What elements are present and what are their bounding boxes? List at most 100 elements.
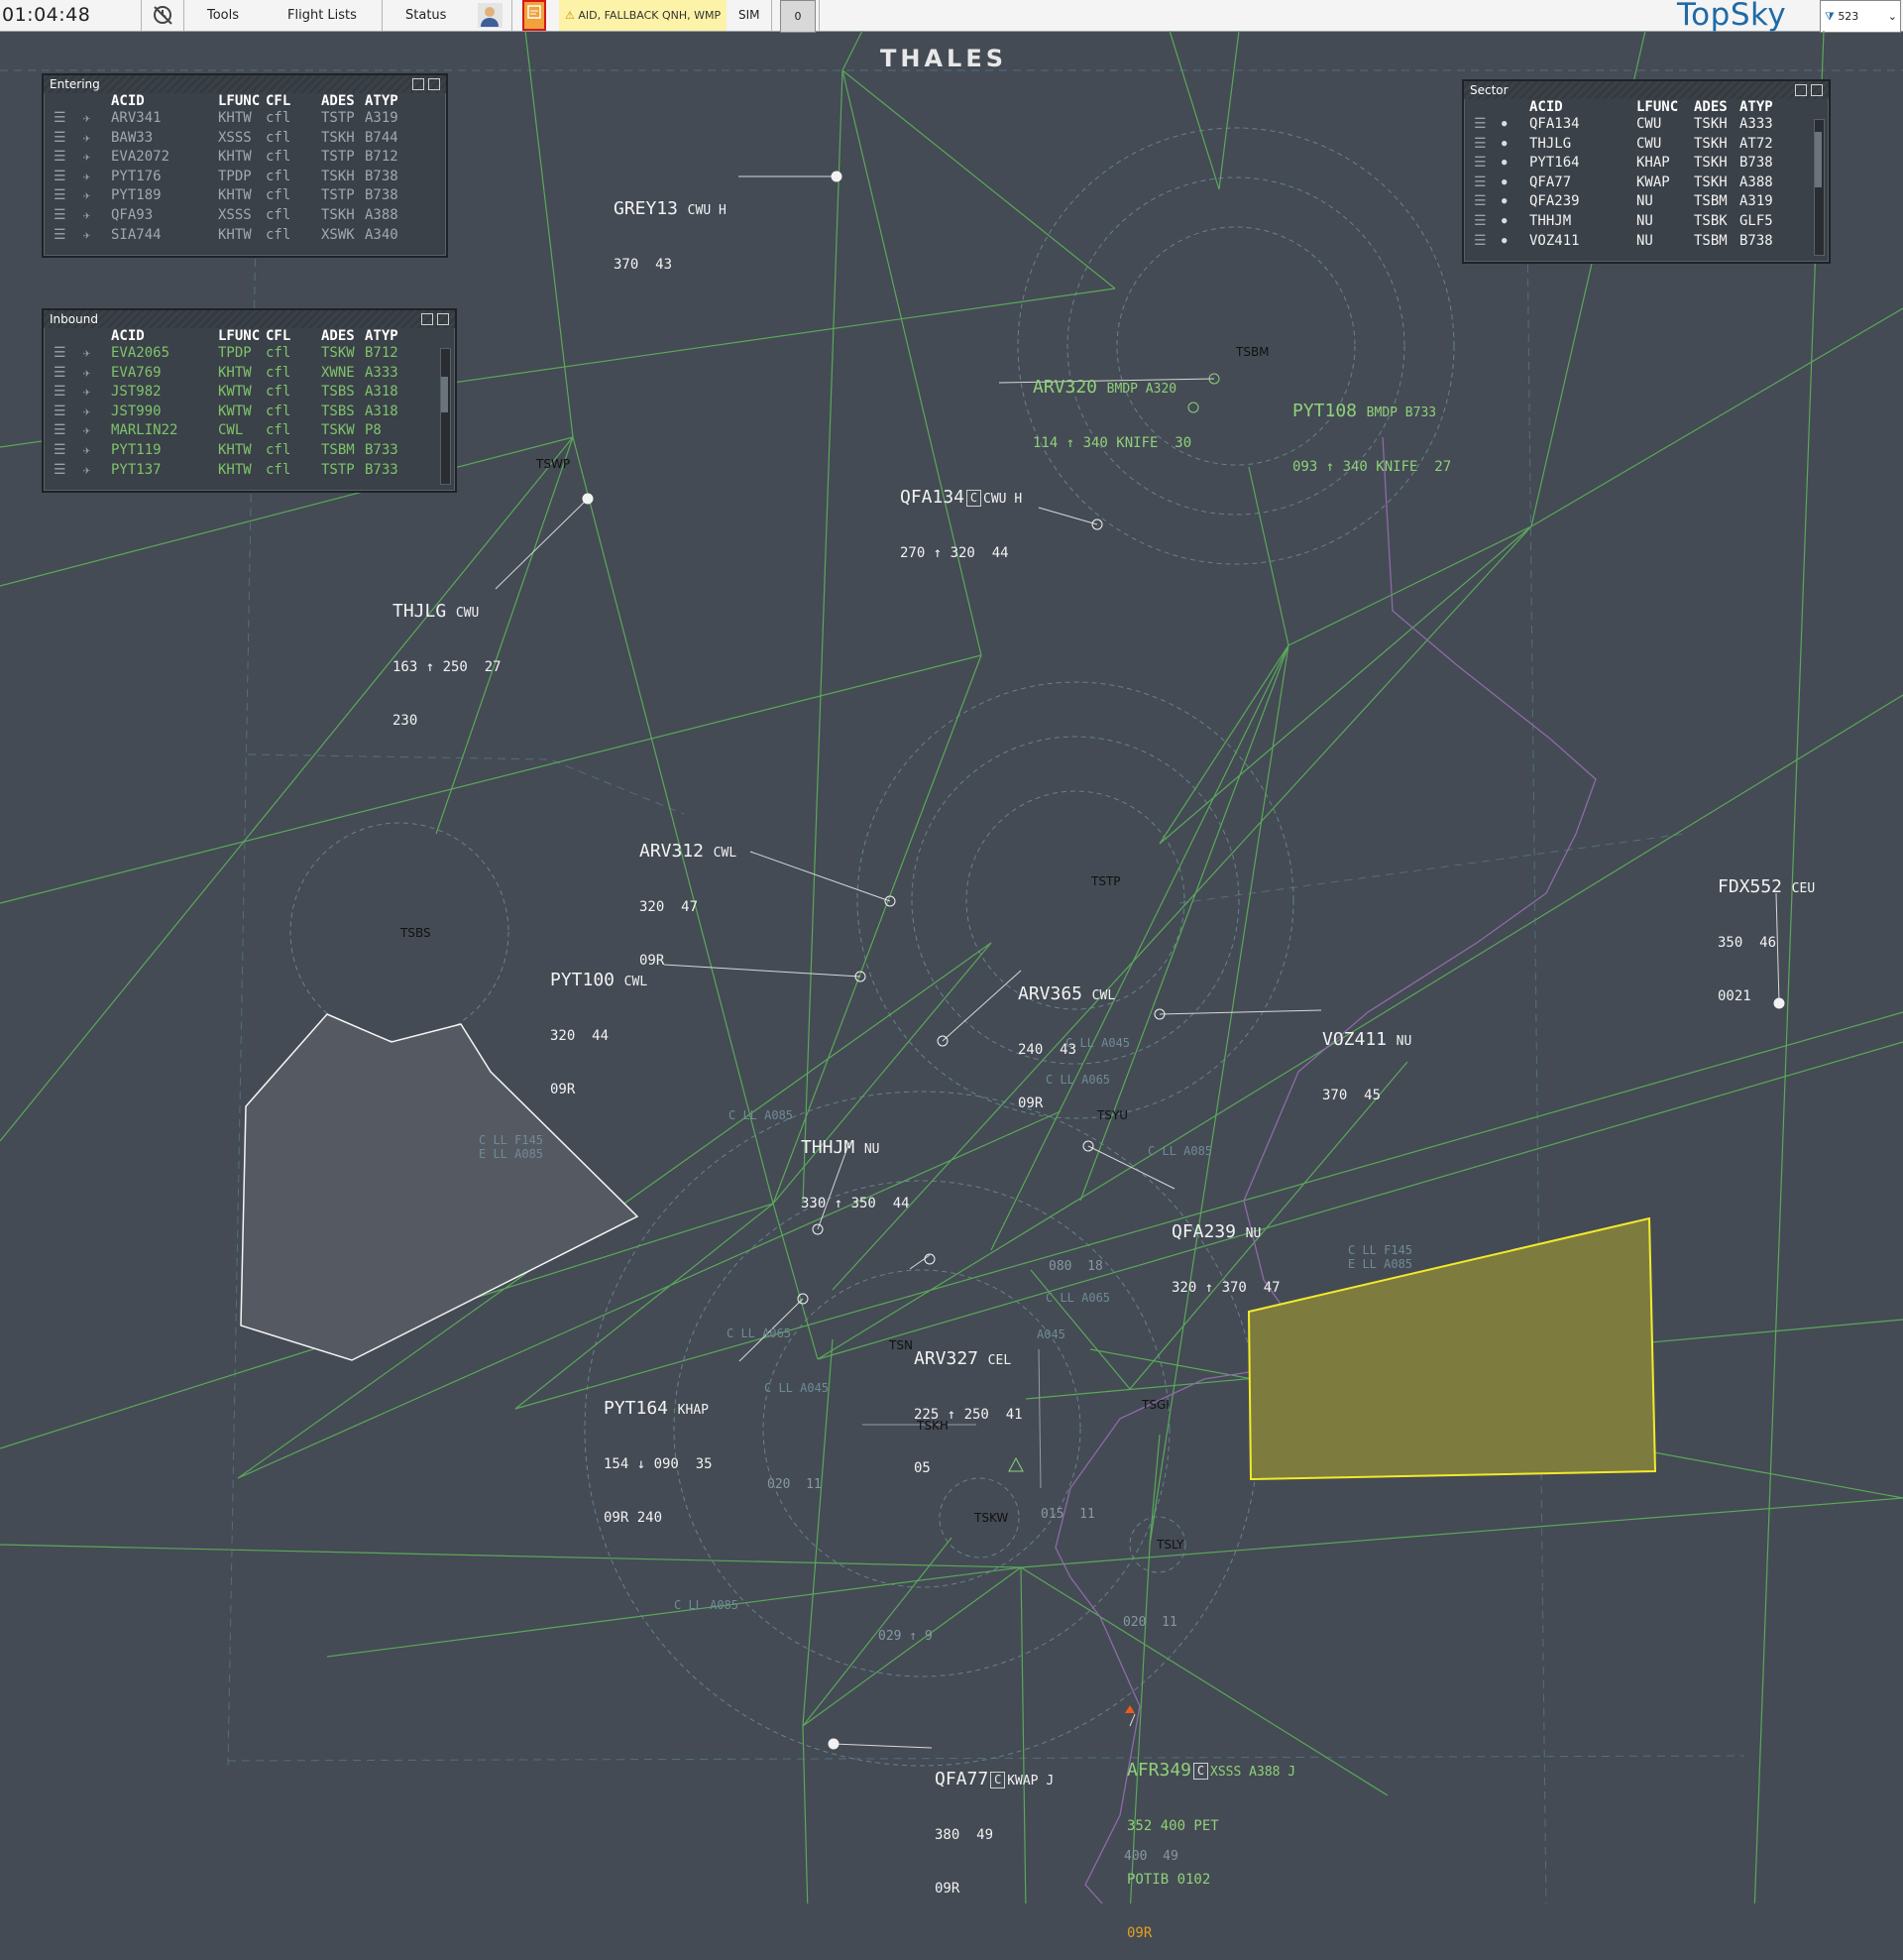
track-label-arv365[interactable]: ARV365 CWL 240 43 09R — [1018, 946, 1115, 1130]
column-header[interactable]: CFL — [266, 93, 291, 109]
menu-tools[interactable]: Tools — [207, 8, 240, 23]
scrollbar-thumb[interactable] — [1815, 132, 1822, 187]
coordination-icon[interactable]: C — [1193, 1763, 1209, 1780]
track-label-arv312[interactable]: ARV312 CWL 320 47 09R — [639, 803, 736, 987]
window-titlebar[interactable]: Inbound — [44, 310, 455, 328]
row-menu-icon[interactable]: ☰ — [1474, 116, 1487, 132]
column-header[interactable]: LFUNC — [218, 328, 261, 344]
row-menu-icon[interactable]: ☰ — [54, 206, 66, 223]
row-menu-icon[interactable]: ☰ — [54, 422, 66, 439]
row-menu-icon[interactable]: ☰ — [1474, 135, 1487, 152]
row-menu-icon[interactable]: ☰ — [54, 384, 66, 401]
controller-avatar-icon[interactable] — [478, 3, 503, 28]
menu-flight-lists[interactable]: Flight Lists — [287, 8, 357, 23]
close-icon[interactable] — [437, 313, 449, 325]
row-menu-icon[interactable]: ☰ — [54, 168, 66, 184]
inbound-list-window[interactable]: Inbound ACID LFUNC CFL ADES ATYP ☰✈EVA20… — [42, 308, 457, 493]
close-icon[interactable] — [428, 78, 440, 90]
column-header[interactable]: ACID — [1529, 99, 1563, 115]
track-label-thjlg[interactable]: THJLG CWU 163 ↑ 250 27 230 — [392, 563, 502, 748]
scrollbar[interactable] — [1814, 119, 1825, 256]
track-label-grey13[interactable]: GREY13 CWU H 370 43 — [614, 161, 727, 291]
menu-status[interactable]: Status — [405, 8, 447, 23]
track-label-arv327[interactable]: ARV327 CEL 225 ↑ 250 41 05 — [914, 1311, 1023, 1495]
track-label-fdx552[interactable]: FDX552 CEU 350 46 0021 — [1718, 839, 1815, 1023]
track-label-qfa239[interactable]: QFA239 NU 320 ↑ 370 47 — [1172, 1184, 1281, 1315]
column-header[interactable]: ADES — [1694, 99, 1728, 115]
column-header[interactable]: ADES — [321, 328, 355, 344]
column-header[interactable]: CFL — [266, 328, 291, 344]
row-menu-icon[interactable]: ☰ — [54, 403, 66, 419]
alarm-off-icon[interactable] — [151, 3, 175, 28]
track-label-voz411[interactable]: VOZ411 NU 370 45 — [1322, 991, 1411, 1122]
track-label-pyt108[interactable]: PYT108 BMDP B733 093 ↑ 340 KNIFE 27 — [1292, 363, 1451, 494]
coordination-icon[interactable]: C — [966, 490, 982, 507]
row-menu-icon[interactable]: ☰ — [54, 187, 66, 204]
row-menu-icon[interactable]: ☰ — [1474, 212, 1487, 229]
row-menu-icon[interactable]: ☰ — [54, 129, 66, 146]
track-label-pyt100[interactable]: PYT100 CWL 320 44 09R — [550, 932, 647, 1116]
row-menu-icon[interactable]: ☰ — [1474, 173, 1487, 190]
column-header[interactable]: ATYP — [365, 328, 398, 344]
column-header[interactable]: ACID — [111, 328, 145, 344]
row-menu-icon[interactable]: ☰ — [1474, 155, 1487, 172]
chevron-down-icon[interactable]: ⌄ — [1887, 10, 1897, 23]
column-header[interactable]: LFUNC — [1636, 99, 1679, 115]
row-menu-icon[interactable]: ☰ — [54, 364, 66, 381]
row-menu-icon[interactable]: ☰ — [54, 461, 66, 478]
row-menu-icon[interactable]: ☰ — [54, 345, 66, 361]
minimize-icon[interactable] — [412, 78, 424, 90]
column-header[interactable]: ATYP — [365, 93, 398, 109]
track-label-pyt164[interactable]: PYT164 KHAP 154 ↓ 090 35 09R 240 — [604, 1360, 713, 1545]
track-label-arv320[interactable]: ARV320 BMDP A320 114 ↑ 340 KNIFE 30 — [1033, 339, 1191, 470]
column-header[interactable]: ATYP — [1739, 99, 1773, 115]
window-titlebar[interactable]: Entering — [44, 75, 446, 93]
alert-ack-icon[interactable] — [522, 0, 546, 31]
track-label-thhjm[interactable]: THHJM NU 330 ↑ 350 44 — [801, 1099, 910, 1230]
info-status-chip[interactable]: ⚠ AID, FALLBACK QNH, WMP — [559, 0, 728, 31]
column-header[interactable]: LFUNC — [218, 93, 261, 109]
row-menu-icon[interactable]: ☰ — [1474, 232, 1487, 249]
scrollbar[interactable] — [440, 348, 451, 485]
minimize-icon[interactable] — [1795, 84, 1807, 96]
row-menu-icon[interactable]: ☰ — [54, 226, 66, 243]
row-menu-icon[interactable]: ☰ — [54, 110, 66, 126]
row-menu-icon[interactable]: ☰ — [54, 441, 66, 458]
entering-list-window[interactable]: Entering ACID LFUNC CFL ADES ATYP ☰✈ARV3… — [42, 73, 448, 258]
scrollbar-thumb[interactable] — [441, 377, 448, 412]
range-selector[interactable]: ⧩ 523 ⌄ — [1820, 0, 1901, 33]
coordination-icon[interactable]: C — [990, 1772, 1006, 1788]
message-count[interactable]: 0 — [780, 0, 816, 33]
radar-map[interactable] — [0, 31, 1903, 1903]
row-menu-icon[interactable]: ☰ — [1474, 193, 1487, 210]
close-icon[interactable] — [1811, 84, 1823, 96]
window-titlebar[interactable]: Sector — [1464, 81, 1829, 99]
row-menu-icon[interactable]: ☰ — [54, 149, 66, 166]
column-header[interactable]: ACID — [111, 93, 145, 109]
